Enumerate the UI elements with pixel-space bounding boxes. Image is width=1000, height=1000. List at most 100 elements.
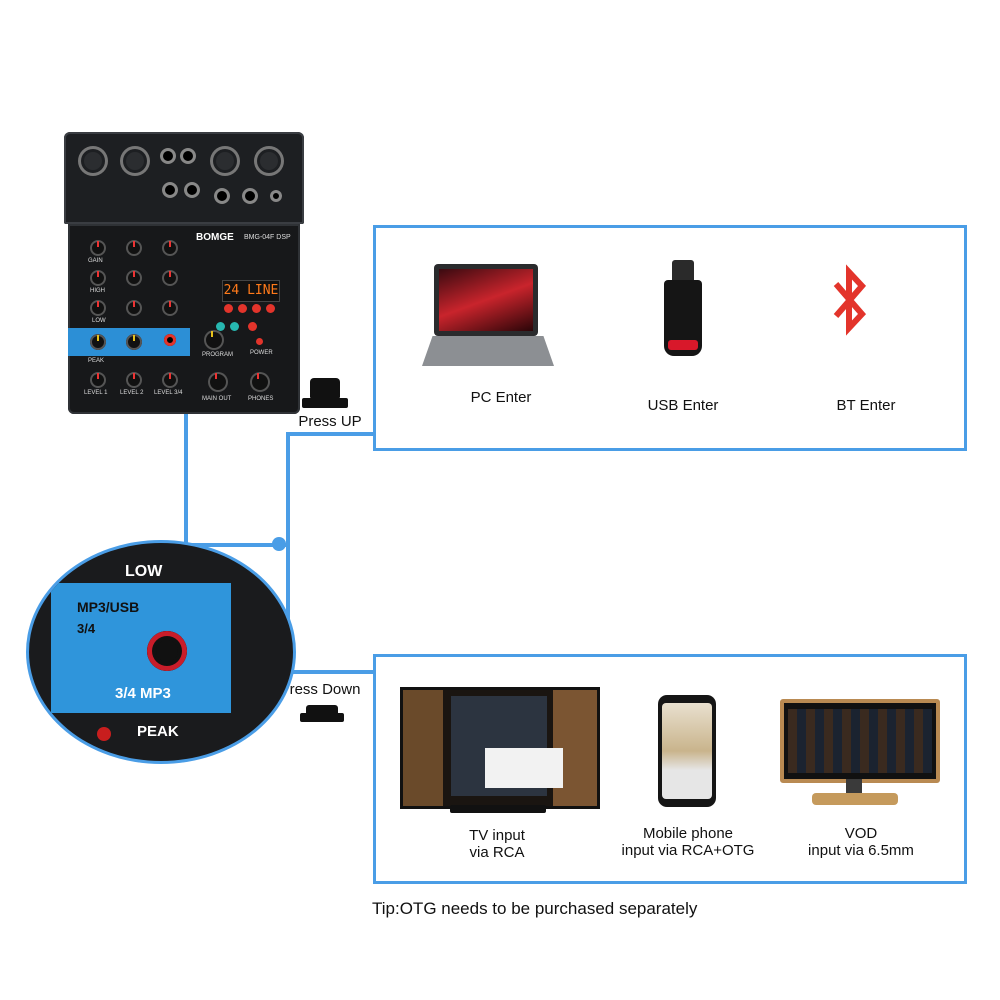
pc-enter-label: PC Enter (470, 389, 532, 406)
high-knob (162, 270, 178, 286)
level-1-label: LEVEL 1 (84, 390, 108, 396)
junction-dot (272, 537, 286, 551)
program-label: PROGRAM (202, 352, 234, 358)
red-button (248, 322, 257, 331)
main-out-knob (208, 372, 228, 392)
rca-jack (160, 148, 176, 164)
zoom-peak-label: PEAK (137, 723, 179, 740)
vod-input-label: VOD input via 6.5mm (786, 825, 936, 859)
eff-knob (90, 334, 106, 350)
zoom-34-label: 3/4 (77, 621, 96, 636)
power-label: POWER (250, 350, 273, 356)
mixer-rear-panel (64, 132, 304, 224)
phones-knob (250, 372, 270, 392)
low-knob (162, 300, 178, 316)
press-up-base-icon (302, 398, 348, 408)
press-down-label: Press Down (279, 681, 361, 698)
out-r-jack (242, 188, 258, 204)
usb-drive-icon (664, 280, 702, 356)
level-knob (90, 372, 106, 388)
level-34-label: LEVEL 3/4 (154, 390, 183, 396)
connector-line (184, 414, 188, 544)
tv-input-label: TV input via RCA (430, 827, 564, 861)
high-label: HIGH (90, 288, 105, 294)
mixer-front-panel: GAIN HIGH LOW PEAK LEVEL 1 LEVEL 2 LEVEL… (68, 224, 300, 414)
xlr-out-right (254, 146, 284, 176)
xlr-out-left (210, 146, 240, 176)
gain-knob (162, 240, 178, 256)
zoom-mp3-label: 3/4 MP3 (115, 685, 171, 702)
vod-input-line1: VOD (844, 825, 878, 842)
phones-label: PHONES (248, 396, 274, 402)
vod-stand-neck (846, 779, 862, 793)
red-button (252, 304, 261, 313)
tv-icon (400, 687, 600, 809)
red-button (266, 304, 275, 313)
zoom-blue-panel: MP3/USB 3/4 3/4 MP3 (51, 583, 231, 713)
line-jack (184, 182, 200, 198)
connector-line (286, 670, 374, 674)
bluetooth-icon (833, 264, 867, 336)
high-knob (126, 270, 142, 286)
level-knob (162, 372, 178, 388)
cyan-button (216, 322, 225, 331)
low-knob (90, 300, 106, 316)
usb-connector (672, 260, 694, 282)
headphone-jack (270, 190, 282, 202)
xlr-jack-1 (78, 146, 108, 176)
press-down-base-icon (300, 713, 344, 722)
tv-input-line1: TV input (469, 827, 525, 844)
out-l-jack (214, 188, 230, 204)
laptop-icon (434, 264, 538, 336)
program-knob (204, 330, 224, 350)
mobile-input-label: Mobile phone input via RCA+OTG (598, 825, 778, 859)
red-button (238, 304, 247, 313)
low-label: LOW (92, 318, 106, 324)
main-out-label: MAIN OUT (202, 396, 232, 402)
usb-enter-label: USB Enter (647, 397, 719, 414)
zoom-low-label: LOW (125, 563, 163, 580)
cyan-button (230, 322, 239, 331)
red-button (224, 304, 233, 313)
vod-input-line2: input via 6.5mm (808, 842, 914, 859)
mixer-device: GAIN HIGH LOW PEAK LEVEL 1 LEVEL 2 LEVEL… (64, 132, 304, 414)
gain-label: GAIN (88, 258, 103, 264)
connector-line (286, 432, 290, 674)
vod-stand-base (812, 793, 898, 805)
tv-stand (450, 805, 546, 813)
line-jack (162, 182, 178, 198)
level-2-label: LEVEL 2 (120, 390, 144, 396)
low-knob (126, 300, 142, 316)
bt-enter-label: BT Enter (836, 397, 896, 414)
peak-led-icon (97, 727, 111, 741)
peak-label: PEAK (88, 358, 105, 364)
model-label: BMG-04F DSP (244, 234, 291, 241)
level-knob (126, 372, 142, 388)
mobile-input-line1: Mobile phone (642, 825, 734, 842)
high-knob (90, 270, 106, 286)
mobile-phone-icon (658, 695, 716, 807)
eff-knob (126, 334, 142, 350)
gain-knob (90, 240, 106, 256)
zoom-mp3usb-label: MP3/USB (77, 599, 140, 615)
press-up-label: Press UP (298, 413, 362, 430)
connector-line (286, 432, 374, 436)
vod-screen-icon (780, 699, 940, 783)
press-down-button-icon (306, 705, 338, 714)
power-led (256, 338, 263, 345)
tv-input-line2: via RCA (469, 844, 525, 861)
press-down-sources-box: TV input via RCA Mobile phone input via … (373, 654, 967, 884)
laptop-keyboard (422, 336, 554, 366)
press-up-button-icon (310, 378, 340, 398)
connector-line (184, 543, 290, 547)
mp3-jack (164, 334, 176, 346)
mp3-input-jack-icon (147, 631, 187, 671)
zoom-detail-circle: LOW MP3/USB 3/4 3/4 MP3 PEAK (26, 540, 296, 764)
tip-text: Tip:OTG needs to be purchased separately (372, 899, 698, 918)
rca-jack (180, 148, 196, 164)
xlr-jack-2 (120, 146, 150, 176)
press-up-sources-box: PC Enter USB Enter BT Enter (373, 225, 967, 451)
mobile-input-line2: input via RCA+OTG (621, 842, 755, 859)
gain-knob (126, 240, 142, 256)
brand-logo: BOMGE (196, 232, 234, 243)
